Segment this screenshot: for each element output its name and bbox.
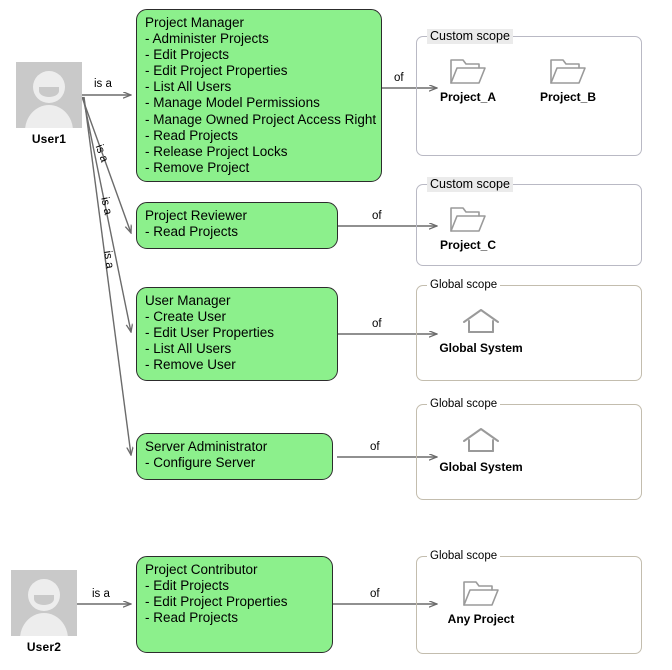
role-permission: - Remove User	[145, 357, 236, 373]
folder-icon	[435, 575, 527, 611]
scope-title: Custom scope	[427, 29, 513, 44]
scope-item-list: Any Project	[435, 575, 527, 626]
role-permission: - Edit User Properties	[145, 325, 275, 341]
scope-box-custom-2[interactable]: Custom scope Project_C	[416, 177, 642, 266]
scope-title: Global scope	[427, 278, 501, 293]
actor-label: User1	[31, 132, 67, 146]
role-box-project-manager[interactable]: Project Manager - Administer Projects - …	[136, 9, 382, 182]
scope-box-custom-1[interactable]: Custom scope Project_A Pro	[416, 29, 642, 156]
role-title: User Manager	[145, 293, 231, 308]
scope-title: Custom scope	[427, 177, 513, 192]
role-permission: - Release Project Locks	[145, 143, 288, 159]
actor-user2[interactable]: User2	[11, 570, 77, 654]
scope-item-project-b[interactable]: Project_B	[531, 53, 605, 104]
folder-icon	[431, 201, 505, 237]
folder-icon	[531, 53, 605, 89]
scope-title: Global scope	[427, 397, 501, 412]
edge-label-is-a-project-manager: is a	[94, 78, 112, 90]
role-permission: - Manage Model Permissions	[145, 95, 320, 111]
scope-box-global-1[interactable]: Global scope Global System	[416, 278, 642, 381]
scope-item-project-a[interactable]: Project_A	[431, 53, 505, 104]
scope-title: Global scope	[427, 549, 501, 564]
scope-item-any-project[interactable]: Any Project	[435, 575, 527, 626]
avatar-body-shape	[20, 613, 68, 636]
edge-user1-server-administrator	[83, 96, 131, 455]
role-permission: - Remove Project	[145, 159, 250, 175]
avatar-mouth-shape	[34, 595, 54, 605]
scope-item-project-c[interactable]: Project_C	[431, 201, 505, 252]
scope-item-label: Any Project	[447, 612, 515, 626]
role-permission: - Edit Project Properties	[145, 63, 288, 79]
role-permission: - List All Users	[145, 341, 232, 357]
role-box-project-reviewer[interactable]: Project Reviewer - Read Projects	[136, 202, 338, 249]
scope-item-global-system[interactable]: Global System	[435, 423, 527, 474]
role-box-user-manager[interactable]: User Manager - Create User - Edit User P…	[136, 287, 338, 381]
user-avatar-icon	[11, 570, 77, 636]
role-title: Project Manager	[145, 15, 245, 30]
edge-label-is-a-server-administrator: is a	[101, 250, 116, 270]
edge-label-is-a-project-contributor: is a	[92, 588, 110, 600]
role-permission: - List All Users	[145, 79, 232, 95]
actor-user1[interactable]: User1	[16, 62, 82, 146]
scope-item-label: Global System	[439, 341, 523, 355]
edge-label-of-scope-custom-1: of	[394, 72, 404, 84]
role-permission: - Edit Project Properties	[145, 594, 288, 610]
scope-item-label: Project_C	[439, 238, 497, 252]
role-permission: - Manage Owned Project Access Right	[145, 111, 377, 127]
scope-item-list: Project_C	[431, 201, 505, 252]
house-icon	[435, 304, 527, 340]
edge-label-is-a-project-reviewer: is a	[92, 143, 111, 164]
scope-item-list: Global System	[435, 423, 527, 474]
edge-label-of-scope-custom-2: of	[372, 210, 382, 222]
role-permission: - Edit Projects	[145, 47, 230, 63]
role-box-server-administrator[interactable]: Server Administrator - Configure Server	[136, 433, 333, 480]
scope-item-label: Global System	[439, 460, 523, 474]
user-avatar-icon	[16, 62, 82, 128]
role-permission: - Edit Projects	[145, 578, 230, 594]
edge-label-of-scope-global-1: of	[372, 318, 382, 330]
scope-item-label: Project_B	[539, 90, 597, 104]
scope-box-global-2[interactable]: Global scope Global System	[416, 397, 642, 500]
role-permission: - Read Projects	[145, 127, 239, 143]
edge-label-is-a-user-manager: is a	[98, 196, 114, 217]
role-permission: - Administer Projects	[145, 31, 269, 47]
scope-item-list: Project_A Project_B	[431, 53, 605, 104]
role-permission: - Configure Server	[145, 455, 256, 471]
scope-box-global-3[interactable]: Global scope Any Project	[416, 549, 642, 654]
role-box-project-contributor[interactable]: Project Contributor - Edit Projects - Ed…	[136, 556, 333, 653]
role-permission: - Read Projects	[145, 224, 239, 240]
role-permission: - Read Projects	[145, 610, 239, 626]
scope-item-label: Project_A	[439, 90, 497, 104]
house-icon	[435, 423, 527, 459]
folder-icon	[431, 53, 505, 89]
avatar-body-shape	[25, 105, 73, 128]
role-title: Project Reviewer	[145, 208, 248, 223]
scope-item-list: Global System	[435, 304, 527, 355]
role-title: Server Administrator	[145, 439, 268, 454]
role-permission: - Create User	[145, 309, 227, 325]
actor-label: User2	[26, 640, 62, 654]
scope-item-global-system[interactable]: Global System	[435, 304, 527, 355]
avatar-mouth-shape	[39, 87, 59, 97]
role-title: Project Contributor	[145, 562, 258, 577]
edge-label-of-scope-global-3: of	[370, 588, 380, 600]
edge-label-of-scope-global-2: of	[370, 441, 380, 453]
